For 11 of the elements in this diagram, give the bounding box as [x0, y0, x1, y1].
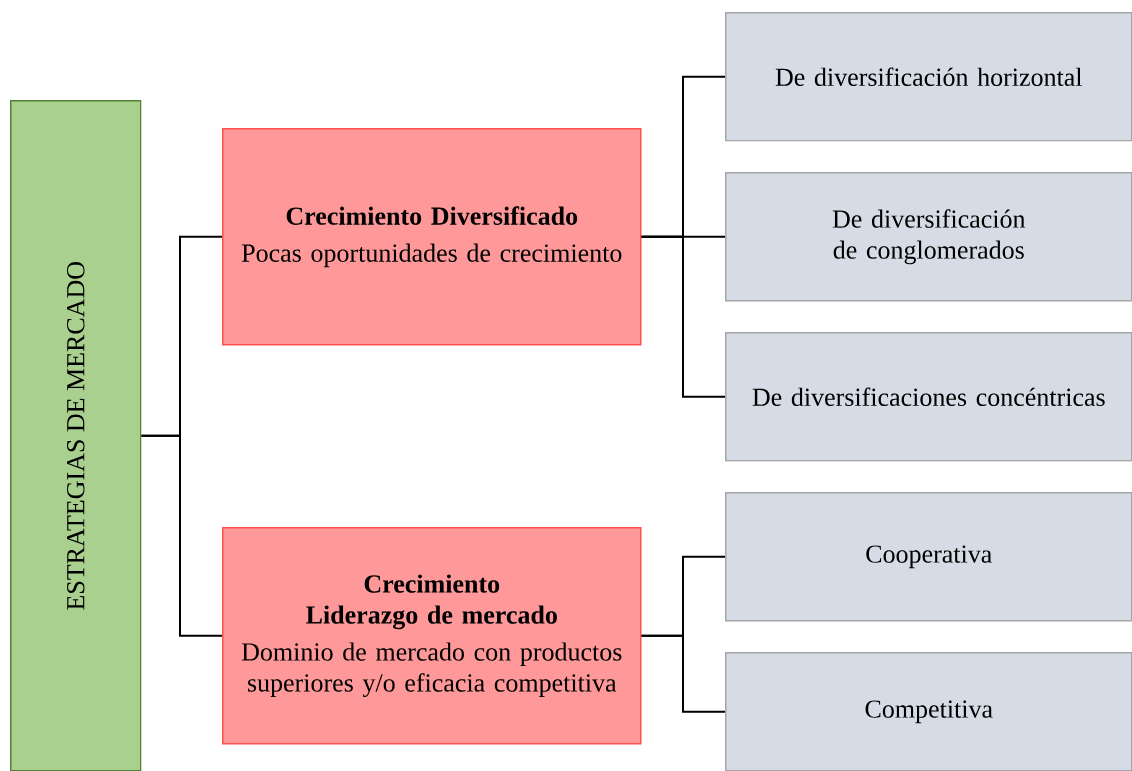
- root-box: ESTRATEGIAS DE MERCADO: [10, 100, 142, 771]
- strategy-box: De diversificación de conglomerados: [725, 172, 1132, 302]
- strategy-box: Cooperativa: [725, 492, 1132, 622]
- category-box: Crecimiento Liderazgo de mercado Dominio de mercado con productos superiores y/o eficacia competitiva: [222, 527, 642, 745]
- strategy-box: Competitiva: [725, 652, 1132, 771]
- strategy-box: De diversificación horizontal: [725, 12, 1132, 142]
- connector-line: [140, 434, 223, 637]
- connector-line: [640, 235, 726, 398]
- strategy-box: De diversificaciones concéntricas: [725, 332, 1132, 462]
- category-box: Crecimiento Diversificado Pocas oportunidades de crecimiento: [222, 128, 642, 346]
- connector-line: [640, 634, 726, 713]
